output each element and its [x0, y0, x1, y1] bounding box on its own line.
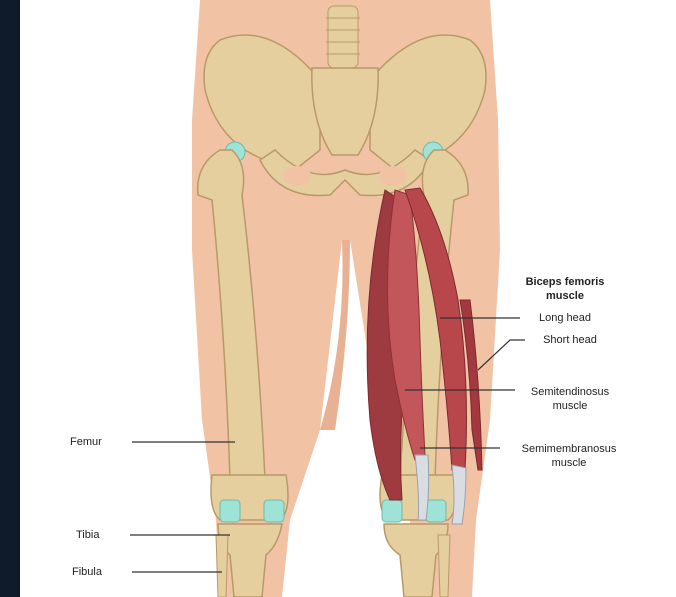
tibia-label: Tibia: [76, 529, 99, 542]
short-head-label: Short head: [525, 334, 615, 347]
knee-cartilage-left-1: [220, 500, 240, 522]
knee-cartilage-right-2: [426, 500, 446, 522]
fibula-label: Fibula: [72, 566, 102, 579]
obturator-foramen-left: [283, 166, 311, 186]
semitendinosus-label-line1: Semitendinosus: [510, 386, 630, 399]
biceps-femoris-title-line2: muscle: [510, 290, 620, 303]
fibula-left: [216, 535, 228, 597]
knee-cartilage-left-2: [264, 500, 284, 522]
lumbar-spine: [328, 6, 358, 68]
semimembranosus-label-line1: Semimembranosus: [504, 443, 634, 456]
diagram-panel: Biceps femoris muscle Long head Short he…: [20, 0, 676, 597]
femur-label: Femur: [70, 436, 102, 449]
knee-cartilage-right-1: [382, 500, 402, 522]
biceps-femoris-title-line1: Biceps femoris: [510, 276, 620, 289]
obturator-foramen-right: [379, 166, 407, 186]
fibula-right: [438, 535, 450, 597]
semitendinosus-label-line2: muscle: [510, 400, 630, 413]
long-head-label: Long head: [520, 312, 610, 325]
semimembranosus-label-line2: muscle: [504, 457, 634, 470]
